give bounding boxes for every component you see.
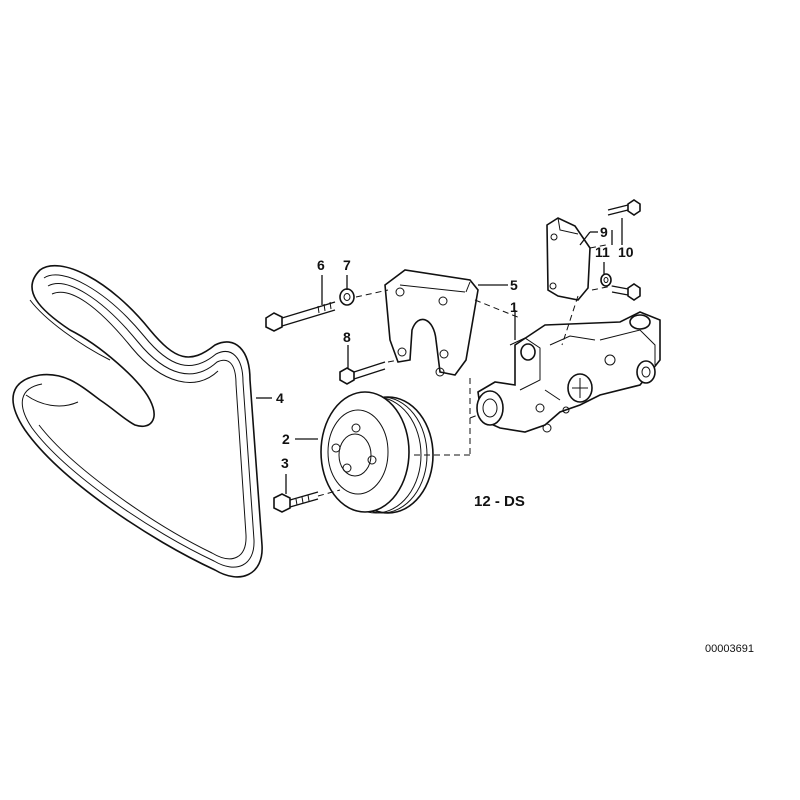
callout-11: 11 bbox=[595, 244, 610, 260]
callout-6: 6 bbox=[317, 257, 325, 273]
callout-4: 4 bbox=[276, 390, 284, 406]
construction-lines bbox=[317, 244, 613, 497]
small-bolts bbox=[607, 199, 641, 301]
group-code: 12 - DS bbox=[474, 493, 525, 510]
bracket-bolt bbox=[339, 361, 386, 385]
pulley-bolt bbox=[273, 491, 319, 513]
callout-9: 9 bbox=[600, 224, 608, 240]
small-bracket bbox=[546, 217, 591, 301]
callout-2: 2 bbox=[282, 431, 290, 447]
callout-5: 5 bbox=[510, 277, 518, 293]
callout-3: 3 bbox=[281, 455, 289, 471]
callout-8: 8 bbox=[343, 329, 351, 345]
steering-pump bbox=[476, 311, 661, 433]
drive-belt bbox=[12, 265, 263, 578]
mounting-bracket bbox=[384, 269, 479, 377]
pulley bbox=[320, 391, 434, 514]
leader-lines bbox=[256, 218, 623, 494]
callout-10: 10 bbox=[618, 244, 634, 260]
washer bbox=[339, 288, 355, 306]
reference-number: 00003691 bbox=[705, 643, 754, 655]
callout-7: 7 bbox=[343, 257, 351, 273]
long-bolt bbox=[265, 301, 336, 332]
callout-1: 1 bbox=[510, 299, 518, 315]
small-washer bbox=[600, 273, 612, 287]
